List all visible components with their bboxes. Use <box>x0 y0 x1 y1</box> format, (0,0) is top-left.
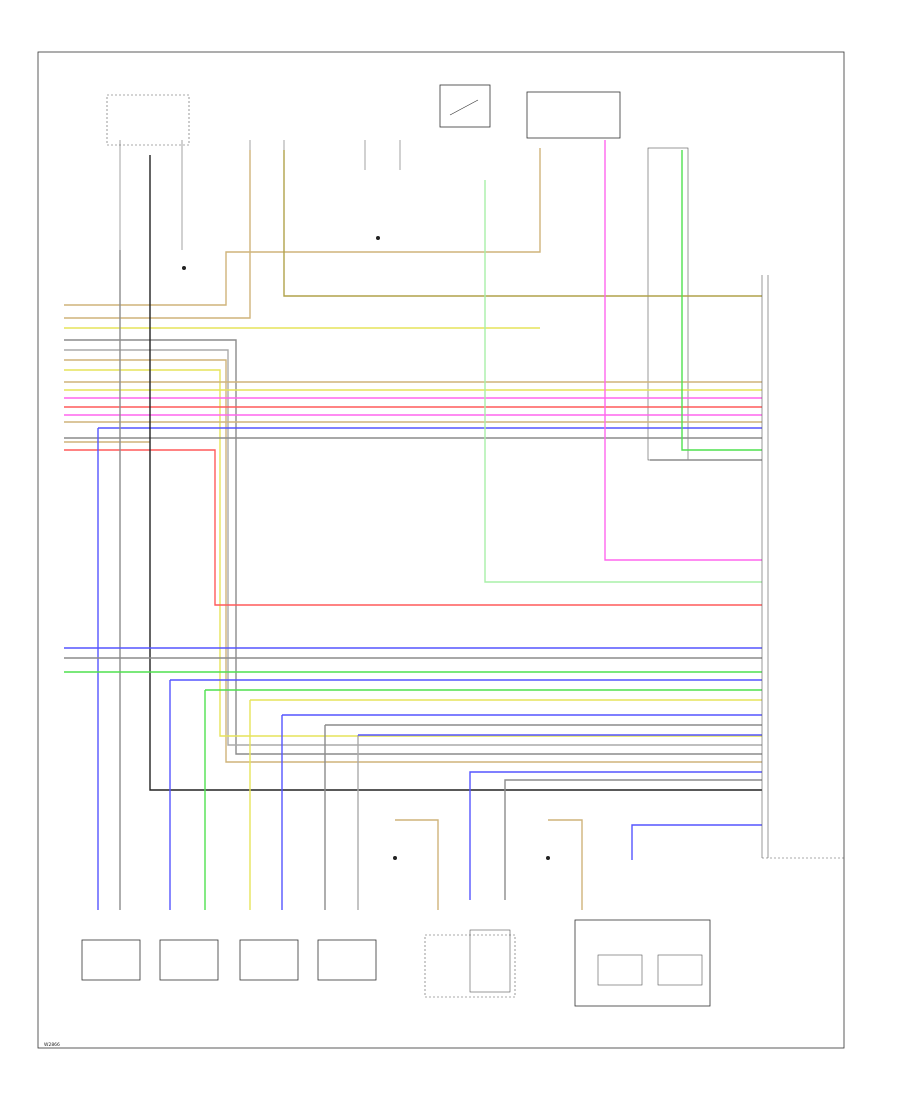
harness-vertical-left <box>97 155 762 910</box>
harness-right <box>395 140 762 910</box>
top-control-module <box>526 91 621 139</box>
ground-left <box>182 236 550 860</box>
bottom-component-3 <box>239 939 299 981</box>
top-switch-3 <box>364 140 401 170</box>
diagram-frame <box>37 51 845 1049</box>
bottom-center-component <box>424 929 516 998</box>
top-relay <box>439 84 491 128</box>
top-switch-2 <box>249 140 285 170</box>
footer-code: W2866 <box>44 1042 60 1048</box>
right-connector <box>761 275 844 859</box>
harness-horizontal <box>64 148 762 763</box>
bottom-component-2 <box>159 939 219 981</box>
bottom-component-4 <box>317 939 377 981</box>
harness-lower <box>64 647 762 900</box>
bottom-component-1 <box>81 939 141 981</box>
bottom-right-component <box>574 919 711 1007</box>
top-switch-left <box>106 94 190 250</box>
